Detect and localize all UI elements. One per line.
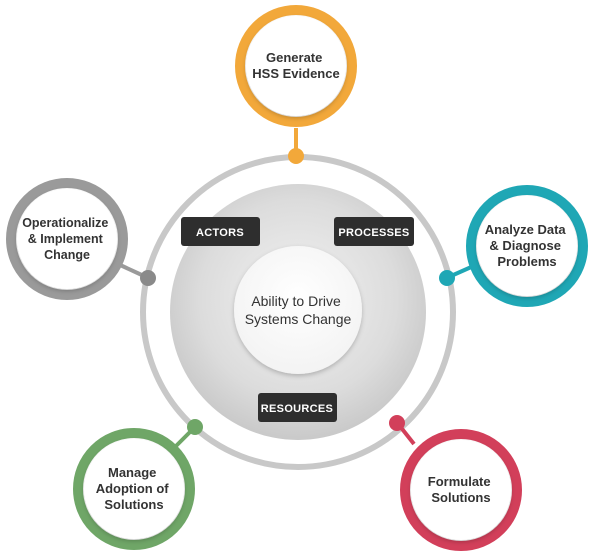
connector-dot-formulate <box>389 415 405 431</box>
stage-operationalize: Operationalize & Implement Change <box>6 178 156 300</box>
stage-formulate: Formulate Solutions <box>389 415 522 551</box>
tag-resources: RESOURCES <box>258 393 337 422</box>
stage-inner-generate <box>246 16 346 116</box>
connector-operationalize <box>117 262 145 278</box>
stage-label-generate: Generate HSS Evidence <box>252 50 339 81</box>
tag-actors: ACTORS <box>181 217 260 246</box>
stage-inner-formulate <box>411 440 511 540</box>
tag-resources-label: RESOURCES <box>261 403 333 415</box>
connector-dot-analyze <box>439 270 455 286</box>
stage-analyze: Analyze Data & Diagnose Problems <box>439 185 588 307</box>
stage-label-formulate-line-1: Formulate <box>428 474 491 489</box>
stage-label-manage-line-3: Solutions <box>104 497 163 512</box>
stage-inner-manage <box>84 439 184 539</box>
connector-dot-manage <box>187 419 203 435</box>
stage-label-operationalize: Operationalize & Implement Change <box>22 216 112 262</box>
stage-label-analyze-line-3: Problems <box>497 254 556 269</box>
tag-processes: PROCESSES <box>334 217 414 246</box>
center-label: Ability to Drive Systems Change <box>245 293 352 327</box>
tag-processes-label: PROCESSES <box>338 227 409 239</box>
stage-label-analyze: Analyze Data & Diagnose Problems <box>485 222 570 269</box>
stage-generate: Generate HSS Evidence <box>235 5 357 164</box>
stage-label-operationalize-line-1: Operationalize <box>22 216 108 230</box>
connector-dot-operationalize <box>140 270 156 286</box>
stage-inner-analyze <box>477 196 577 296</box>
stage-label-generate-line-2: HSS Evidence <box>252 66 339 81</box>
stage-label-generate-line-1: Generate <box>266 50 322 65</box>
stage-label-formulate: Formulate Solutions <box>428 474 494 505</box>
tag-actors-label: ACTORS <box>196 227 244 239</box>
stage-manage: Manage Adoption of Solutions <box>73 419 203 550</box>
stage-label-manage-line-2: Adoption of <box>96 481 170 496</box>
stage-label-manage: Manage Adoption of Solutions <box>96 465 173 512</box>
stage-label-manage-line-1: Manage <box>108 465 156 480</box>
stage-label-analyze-line-2: & Diagnose <box>489 238 561 253</box>
stage-label-formulate-line-2: Solutions <box>431 490 490 505</box>
connector-dot-generate <box>288 148 304 164</box>
stage-label-operationalize-line-3: Change <box>44 248 90 262</box>
center-label-line-1: Ability to Drive <box>251 293 341 309</box>
center-circle <box>234 246 362 374</box>
stage-inner-operationalize <box>17 189 117 289</box>
stage-label-operationalize-line-2: & Implement <box>28 232 104 246</box>
stage-label-analyze-line-1: Analyze Data <box>485 222 567 237</box>
center-label-line-2: Systems Change <box>245 311 352 327</box>
